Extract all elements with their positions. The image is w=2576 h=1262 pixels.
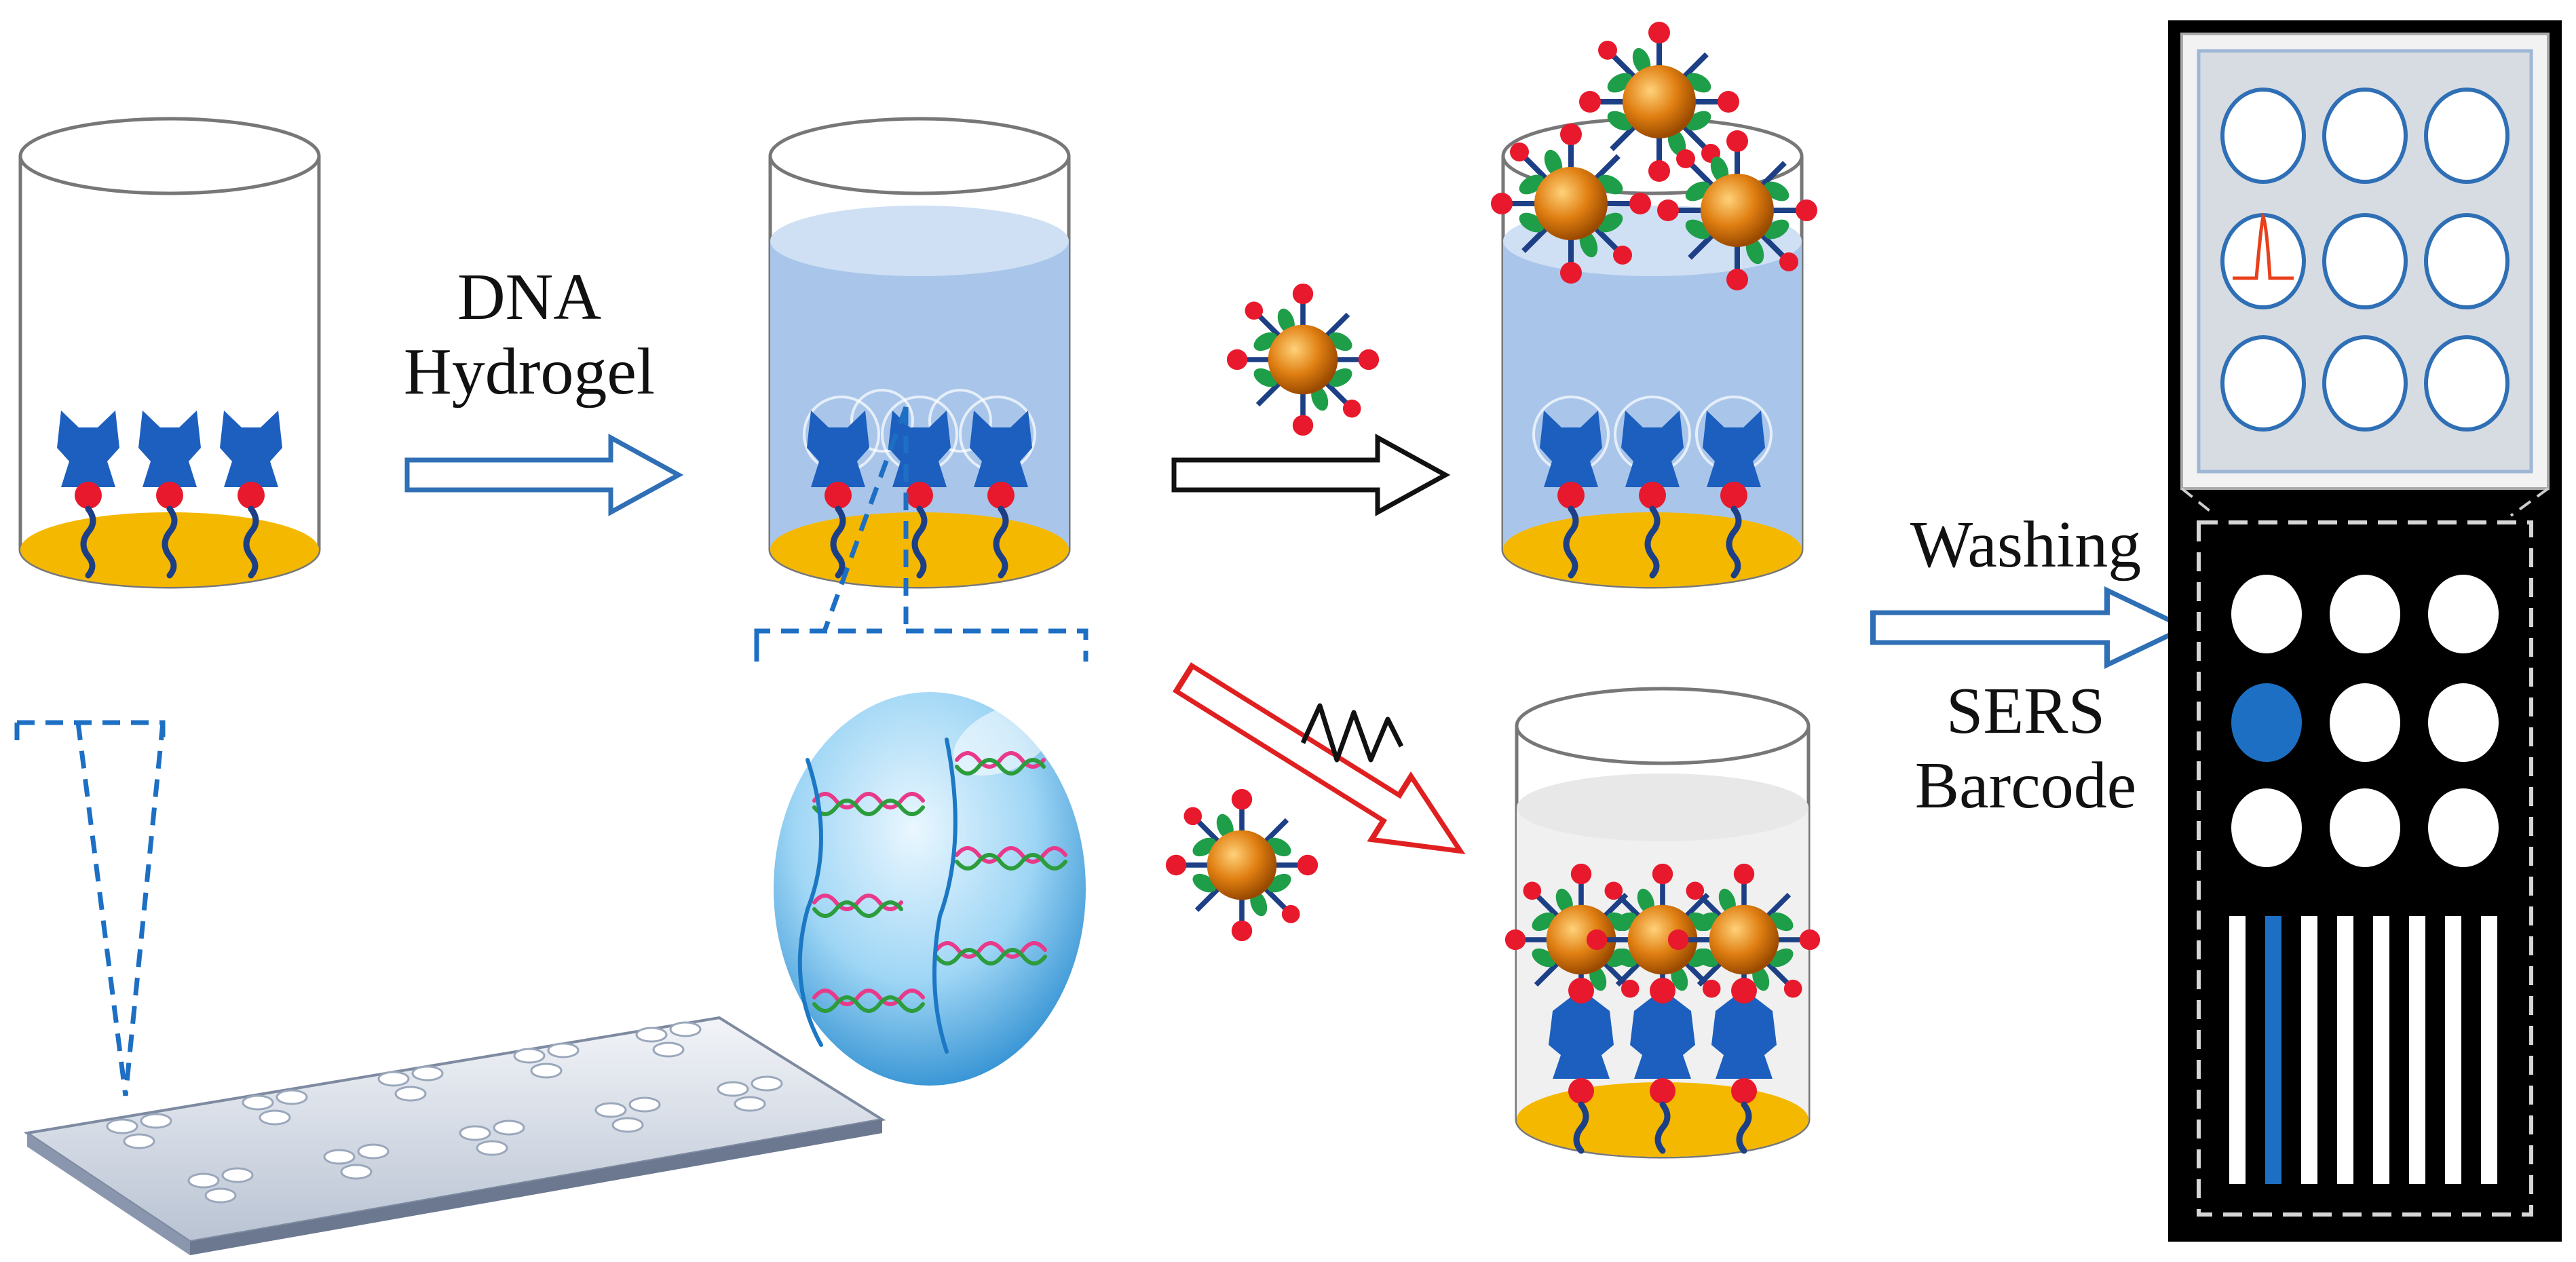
target-wave	[1300, 703, 1404, 763]
nanoparticle-free-2	[1166, 789, 1318, 941]
nanoparticle-free	[1227, 284, 1379, 436]
beaker-1	[18, 117, 321, 589]
sers-peak-icon	[2233, 212, 2294, 280]
step1-label-dna: DNA	[457, 261, 602, 334]
barcode-bars	[2229, 916, 2497, 1184]
step3-arrow	[1873, 590, 2185, 665]
spot-grid-dark	[2231, 575, 2499, 867]
chip-spots-row	[106, 1021, 783, 1204]
step3-label-barcode: Barcode	[1915, 749, 2137, 822]
chip-zoom-connector	[14, 720, 166, 1096]
step2-arrow-binding	[1174, 438, 1445, 512]
step1-label-hydrogel: Hydrogel	[404, 335, 655, 408]
step3-label-sers: SERS	[1946, 674, 2105, 748]
beaker-2-hydrogel	[768, 117, 1071, 632]
step3-label-washing: Washing	[1910, 508, 2142, 581]
barcode-readout-panel	[2168, 20, 2562, 1242]
spot-grid-light	[2220, 88, 2509, 432]
beaker-4	[1505, 687, 1820, 1159]
beaker-3	[1491, 22, 1817, 589]
microarray-chip	[23, 1016, 886, 1255]
step1-arrow	[407, 438, 679, 512]
hydrogel-zoom	[754, 628, 1088, 1086]
